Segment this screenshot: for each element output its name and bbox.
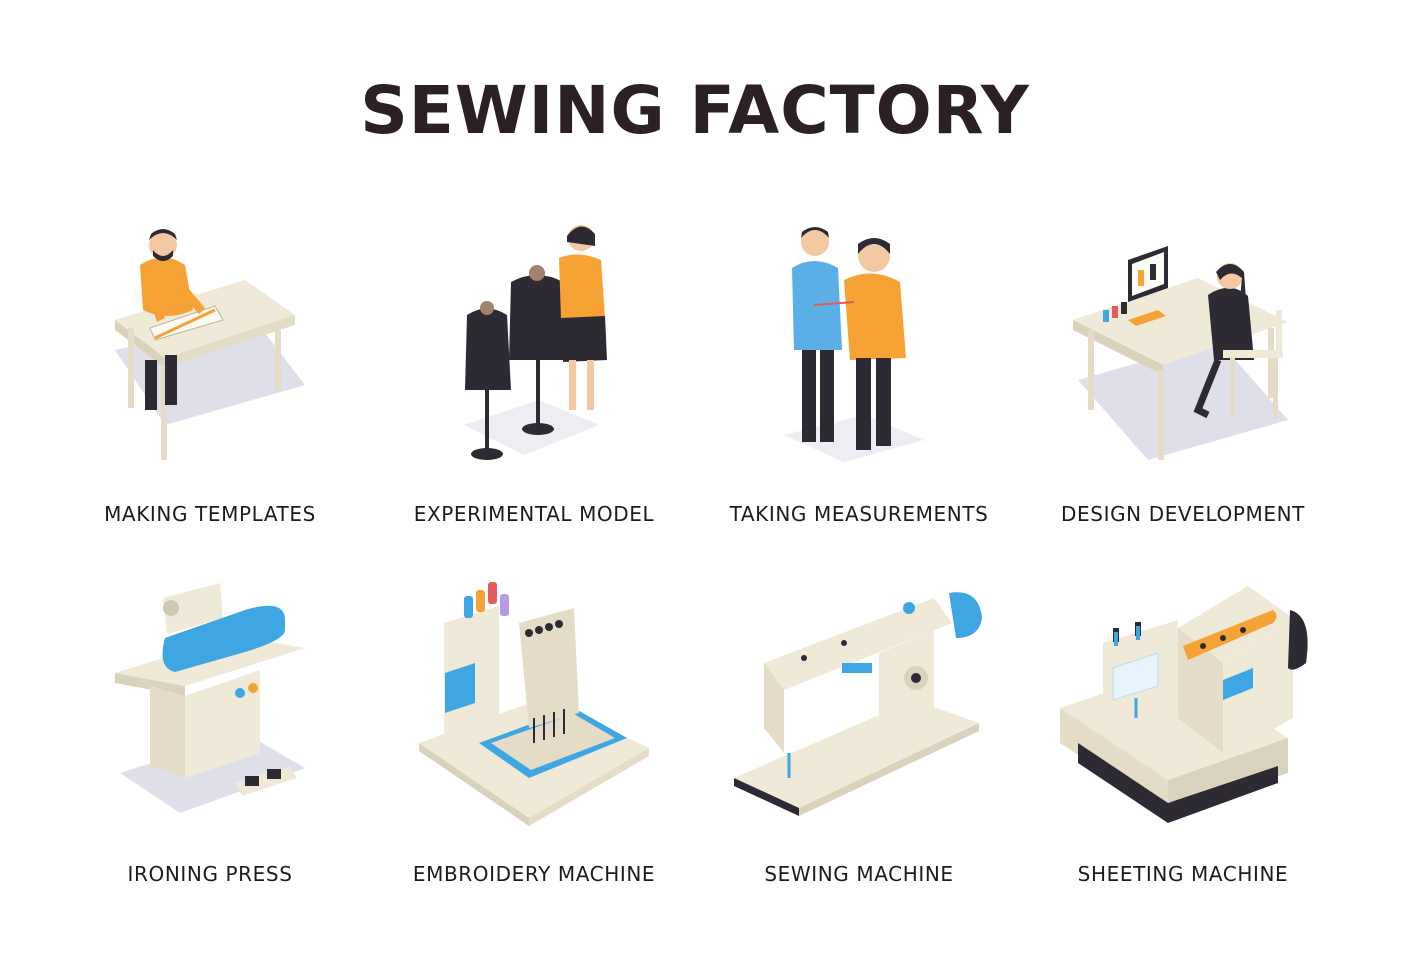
ironing-press-icon <box>45 568 375 838</box>
label-sheeting-machine: SHEETING MACHINE <box>1077 862 1289 886</box>
mannequin-icon <box>369 210 699 480</box>
cutting-table-icon <box>45 210 375 480</box>
label-ironing-press: IRONING PRESS <box>127 862 293 886</box>
label-experimental-model: EXPERIMENTAL MODEL <box>413 502 655 526</box>
tailor-measuring-icon <box>694 210 1024 480</box>
label-design-development: DESIGN DEVELOPMENT <box>1061 502 1305 526</box>
sewing-machine-icon <box>694 568 1024 838</box>
overlock-machine-icon <box>1018 568 1348 838</box>
page-title: SEWING FACTORY <box>360 72 1030 149</box>
designer-desk-icon <box>1018 210 1348 480</box>
label-making-templates: MAKING TEMPLATES <box>104 502 316 526</box>
label-taking-measurements: TAKING MEASUREMENTS <box>729 502 989 526</box>
label-sewing-machine: SEWING MACHINE <box>764 862 954 886</box>
embroidery-machine-icon <box>369 568 699 838</box>
label-embroidery-machine: EMBROIDERY MACHINE <box>412 862 656 886</box>
